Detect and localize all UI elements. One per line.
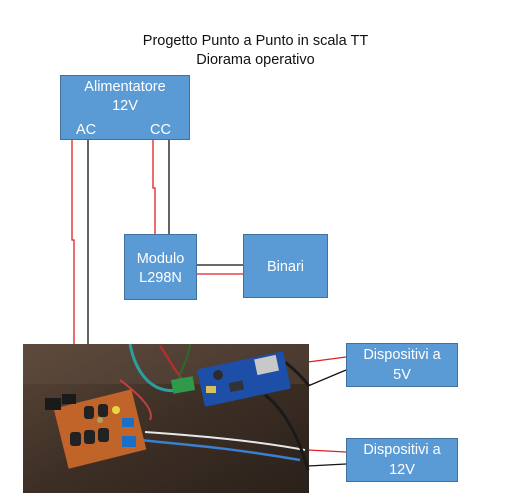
motor-module-model: L298N (139, 270, 182, 286)
motor-module-label: Modulo (136, 251, 185, 267)
wire-cc-red (152, 140, 156, 234)
wire-12v-black (307, 463, 347, 467)
wire-5v-red (307, 356, 347, 363)
devices-12v-block: Dispositivi a 12V (346, 438, 458, 482)
diagram-subtitle: Diorama operativo (196, 52, 315, 68)
devices-5v-label: Dispositivi a (363, 347, 441, 363)
power-supply-label: Alimentatore (84, 79, 166, 95)
devices-5v-voltage: 5V (393, 367, 411, 383)
tracks-label: Binari (266, 259, 305, 275)
ac-output-label: AC (76, 122, 97, 138)
wire-12v-red (307, 449, 347, 453)
devices-12v-voltage: 12V (389, 462, 415, 478)
power-supply-block: Alimentatore 12V AC CC (60, 75, 190, 140)
circuit-board-photo (23, 343, 311, 493)
motor-module-block: Modulo L298N (124, 234, 197, 300)
wire-5v-black (307, 369, 347, 387)
tracks-block: Binari (243, 234, 328, 298)
wire-ac-red (71, 140, 75, 345)
cc-output-label: CC (150, 122, 171, 138)
devices-12v-label: Dispositivi a (363, 442, 441, 458)
devices-5v-block: Dispositivi a 5V (346, 343, 458, 387)
power-supply-voltage: 12V (112, 98, 138, 114)
diagram-title: Progetto Punto a Punto in scala TT (142, 33, 369, 49)
